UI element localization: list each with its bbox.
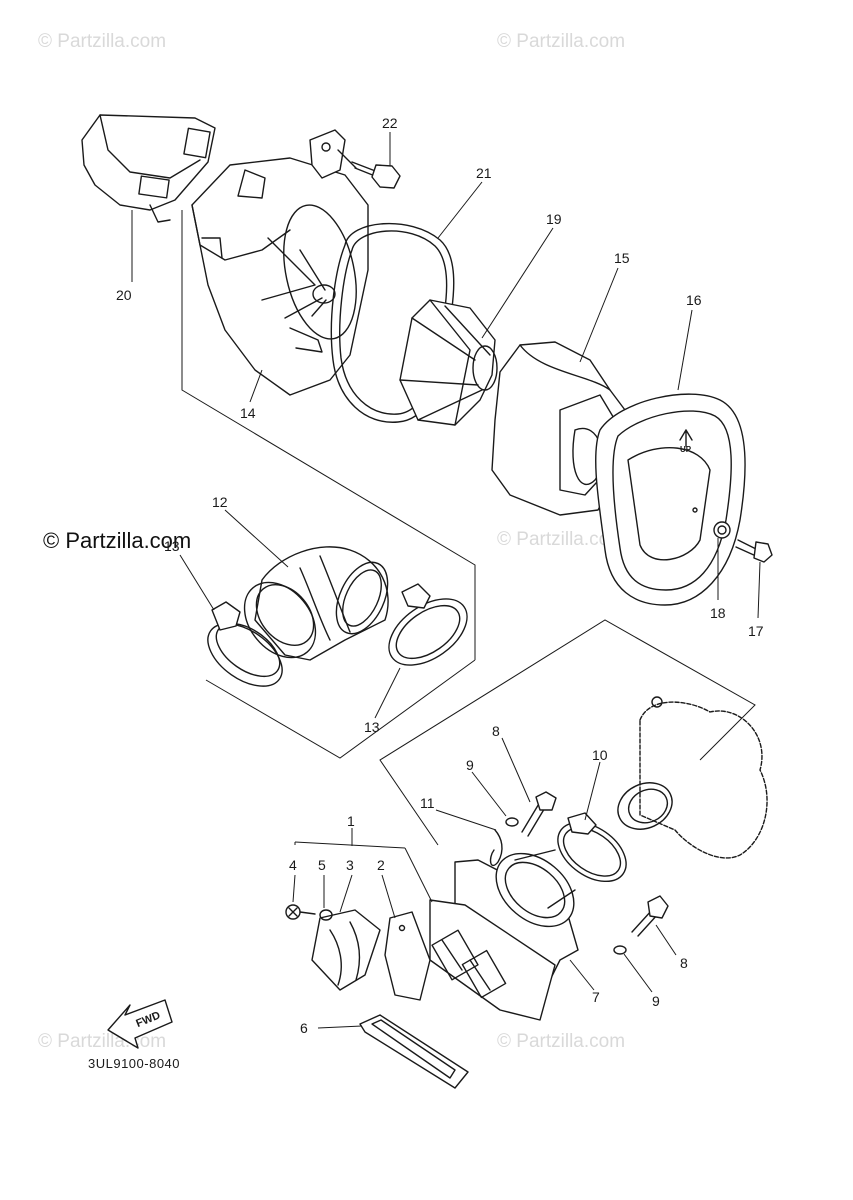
- part-9-washer: [613, 945, 627, 955]
- callout-5: 5: [318, 857, 326, 873]
- callout-14: 14: [240, 405, 256, 421]
- callout-11: 11: [420, 795, 435, 811]
- callout-22: 22: [382, 115, 398, 131]
- callout-13b: 13: [364, 719, 380, 735]
- callout-3: 3: [346, 857, 354, 873]
- part-17-screw: [735, 539, 773, 563]
- fwd-arrow: FWD: [107, 999, 173, 1049]
- part-9-washer: [505, 817, 519, 827]
- callout-10: 10: [592, 747, 608, 763]
- part-1-reed-valve-assy: [429, 899, 556, 1021]
- callout-4: 4: [289, 857, 297, 873]
- engine-phantom: [617, 696, 768, 859]
- callout-9: 9: [466, 757, 474, 773]
- callout-leaders: [131, 132, 761, 1029]
- part-6-gasket: [359, 1014, 469, 1089]
- callout-1: 1: [347, 813, 355, 829]
- copyright-text: © Partzilla.com: [43, 528, 191, 553]
- part-11-clip: [489, 829, 503, 867]
- part-4-screw: [285, 904, 316, 920]
- part-5-washer: [319, 909, 333, 921]
- callout-21: 21: [476, 165, 492, 181]
- callout-12: 12: [212, 494, 228, 510]
- callout-8b: 8: [680, 955, 688, 971]
- diagram-code: 3UL9100-8040: [88, 1056, 180, 1071]
- callout-17: 17: [748, 623, 764, 639]
- part-12-intake-boot: [243, 546, 389, 661]
- part-8-bolt-upper: [521, 791, 557, 837]
- callout-2: 2: [377, 857, 385, 873]
- part-13-clamp-right: [388, 583, 468, 666]
- watermark: © Partzilla.com: [497, 31, 625, 52]
- part-3-reed-petal: [311, 909, 381, 991]
- part-10-clamp: [557, 812, 627, 883]
- part-14-air-box: [191, 129, 369, 396]
- callout-8: 8: [492, 723, 500, 739]
- part-22-bolt: [337, 149, 401, 189]
- part-8-bolt-lower: [631, 895, 669, 937]
- watermark: © Partzilla.com: [38, 1031, 166, 1052]
- callout-16: 16: [686, 292, 702, 308]
- up-label: UP: [680, 445, 692, 454]
- watermark: © Partzilla.com: [497, 1031, 625, 1052]
- watermark: © Partzilla.com: [497, 529, 625, 550]
- callout-13: 13: [164, 538, 180, 554]
- callout-19: 19: [546, 211, 562, 227]
- watermark: © Partzilla.com: [38, 31, 166, 52]
- callout-18: 18: [710, 605, 726, 621]
- callout-9b: 9: [652, 993, 660, 1009]
- callout-7: 7: [592, 989, 600, 1005]
- callout-20: 20: [116, 287, 132, 303]
- part-2-reed-plate: [384, 911, 431, 1001]
- callout-15: 15: [614, 250, 630, 266]
- part-19-filter-cage: [399, 299, 498, 426]
- callout-6: 6: [300, 1020, 308, 1036]
- part-16-air-box-cover: UP: [595, 393, 746, 606]
- part-13-clamp-left: [207, 601, 283, 687]
- part-20-duct-cover: [81, 114, 216, 223]
